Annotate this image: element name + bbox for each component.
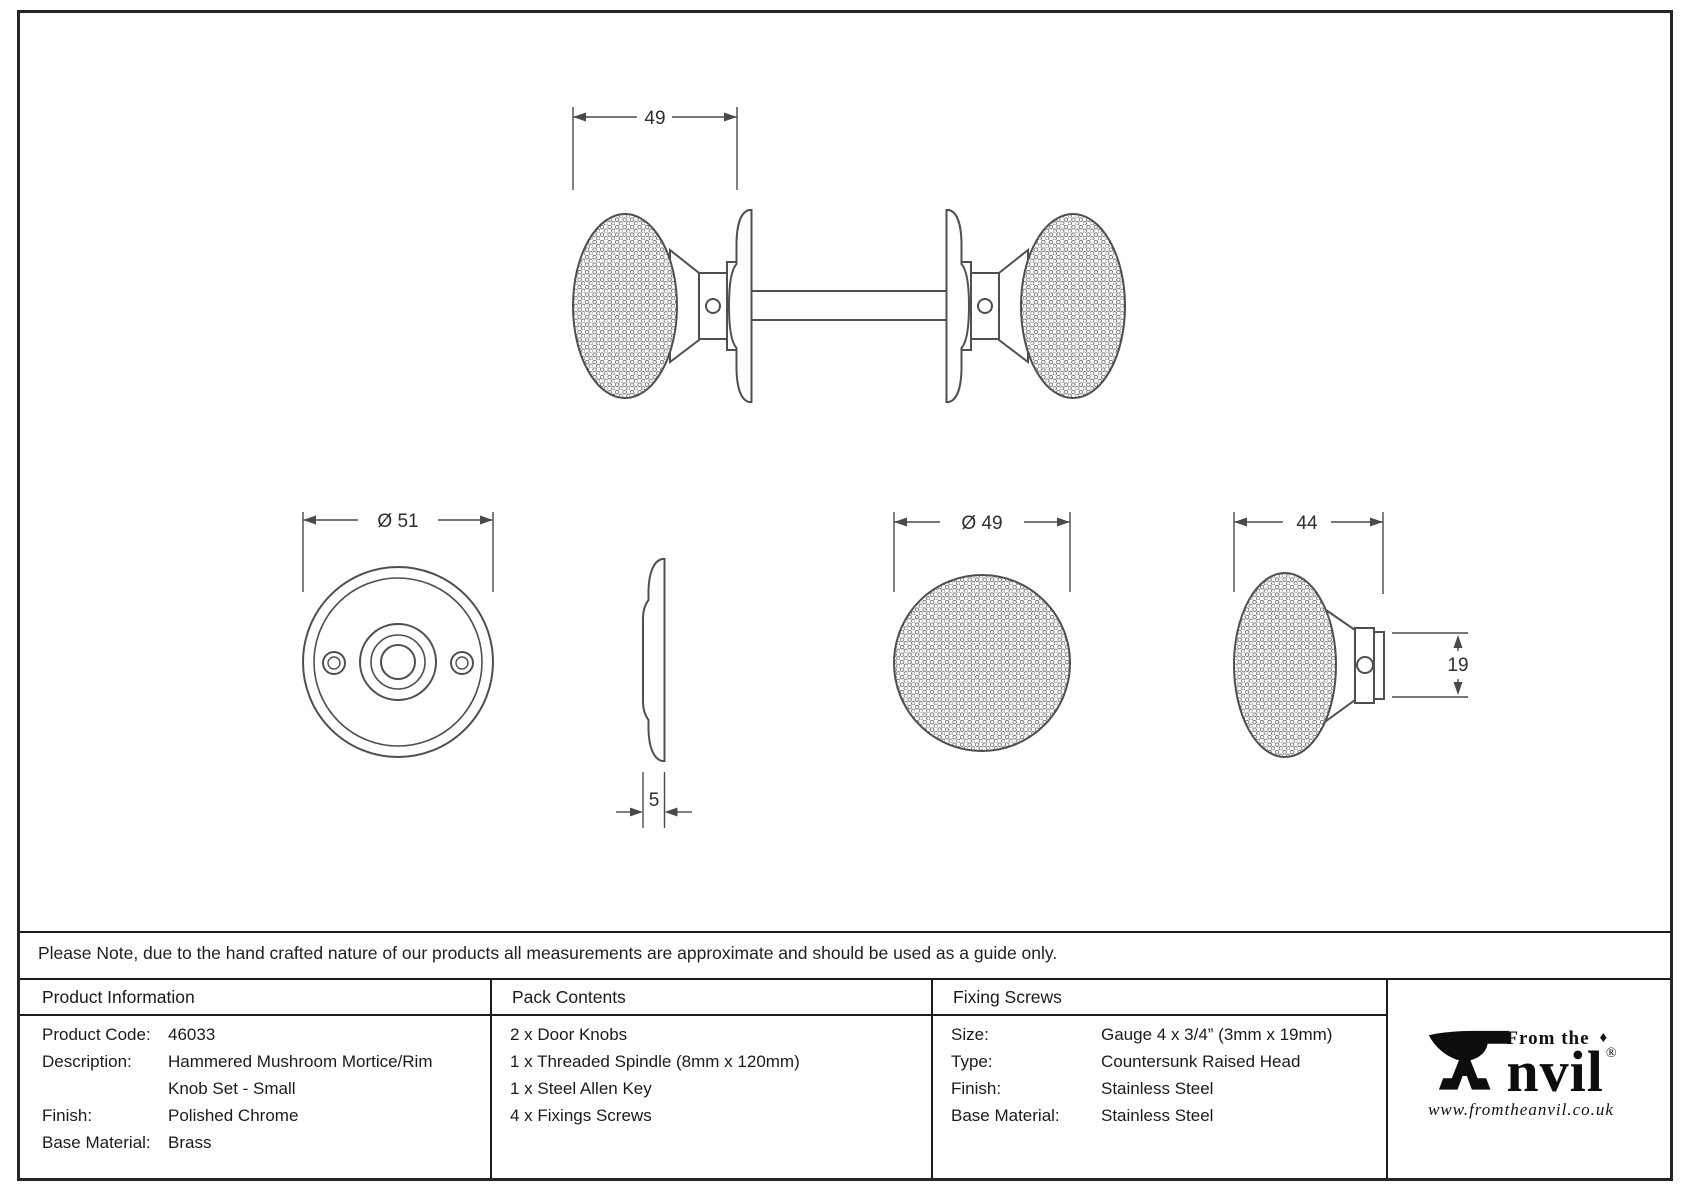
fixing-screws-rows: Size: Gauge 4 x 3/4” (3mm x 19mm) Type: … <box>951 1021 1371 1129</box>
description-value-line2: Knob Set - Small <box>168 1079 296 1098</box>
finish-value: Polished Chrome <box>168 1106 299 1125</box>
description-label: Description: <box>42 1052 132 1071</box>
screw-base-material-value: Stainless Steel <box>1101 1106 1214 1125</box>
screw-size-row: Size: Gauge 4 x 3/4” (3mm x 19mm) <box>951 1021 1371 1048</box>
sheet-border: Please Note, due to the hand crafted nat… <box>17 10 1673 1181</box>
header-pack-contents: Pack Contents <box>512 987 626 1007</box>
brand-name-text: nvil <box>1506 1038 1604 1104</box>
base-material-label: Base Material: <box>42 1133 151 1152</box>
header-product-information: Product Information <box>42 987 195 1007</box>
screw-size-label: Size: <box>951 1025 989 1044</box>
base-material-row: Base Material: Brass <box>42 1129 482 1156</box>
pack-item-2: 1 x Threaded Spindle (8mm x 120mm) <box>510 1052 800 1071</box>
brand-wordmark: From the ♦ nvil® <box>1506 1028 1618 1101</box>
product-code-value: 46033 <box>168 1025 216 1044</box>
pack-item-3: 1 x Steel Allen Key <box>510 1079 652 1098</box>
note-row-top-line <box>20 931 1670 933</box>
anvil-icon <box>1429 1030 1510 1090</box>
finish-row: Finish: Polished Chrome <box>42 1102 482 1129</box>
screw-base-material-row: Base Material: Stainless Steel <box>951 1102 1371 1129</box>
screw-base-material-label: Base Material: <box>951 1106 1060 1125</box>
brand-logo-row: From the ♦ nvil® <box>1426 1024 1618 1101</box>
description-value-line1: Hammered Mushroom Mortice/Rim <box>168 1052 433 1071</box>
diamond-icon: ♦ <box>1599 1030 1609 1047</box>
registered-mark: ® <box>1605 1045 1618 1061</box>
description-row: Description: Hammered Mushroom Mortice/R… <box>42 1048 482 1075</box>
table-top-line <box>20 978 1670 980</box>
pack-contents-list: 2 x Door Knobs 1 x Threaded Spindle (8mm… <box>510 1021 920 1129</box>
screw-finish-row: Finish: Stainless Steel <box>951 1075 1371 1102</box>
header-bottom-line <box>20 1014 1388 1016</box>
brand-logo: From the ♦ nvil® www.fromtheanvil.co.uk <box>1374 968 1668 1176</box>
brand-url: www.fromtheanvil.co.uk <box>1428 1100 1614 1119</box>
brand-name: nvil® <box>1506 1042 1618 1100</box>
screw-type-label: Type: <box>951 1052 993 1071</box>
divider-col-1 <box>490 978 492 1178</box>
screw-size-value: Gauge 4 x 3/4” (3mm x 19mm) <box>1101 1025 1333 1044</box>
product-code-label: Product Code: <box>42 1025 151 1044</box>
screw-finish-label: Finish: <box>951 1079 1002 1098</box>
header-fixing-screws: Fixing Screws <box>953 987 1062 1007</box>
description-row-2: Knob Set - Small <box>42 1075 482 1102</box>
divider-col-2 <box>931 978 933 1178</box>
finish-label: Finish: <box>42 1106 93 1125</box>
screw-finish-value: Stainless Steel <box>1101 1079 1214 1098</box>
pack-item-1: 2 x Door Knobs <box>510 1025 628 1044</box>
product-code-row: Product Code: 46033 <box>42 1021 482 1048</box>
base-material-value: Brass <box>168 1133 212 1152</box>
measurement-note: Please Note, due to the hand crafted nat… <box>38 943 1058 963</box>
brand-from-the: From the ♦ <box>1506 1028 1608 1050</box>
divider-col-3 <box>1386 978 1388 1178</box>
product-information-rows: Product Code: 46033 Description: Hammere… <box>42 1021 482 1156</box>
screw-type-value: Countersunk Raised Head <box>1101 1052 1301 1071</box>
pack-item-4: 4 x Fixings Screws <box>510 1106 652 1125</box>
brand-from-the-text: From the <box>1506 1027 1590 1049</box>
screw-type-row: Type: Countersunk Raised Head <box>951 1048 1371 1075</box>
